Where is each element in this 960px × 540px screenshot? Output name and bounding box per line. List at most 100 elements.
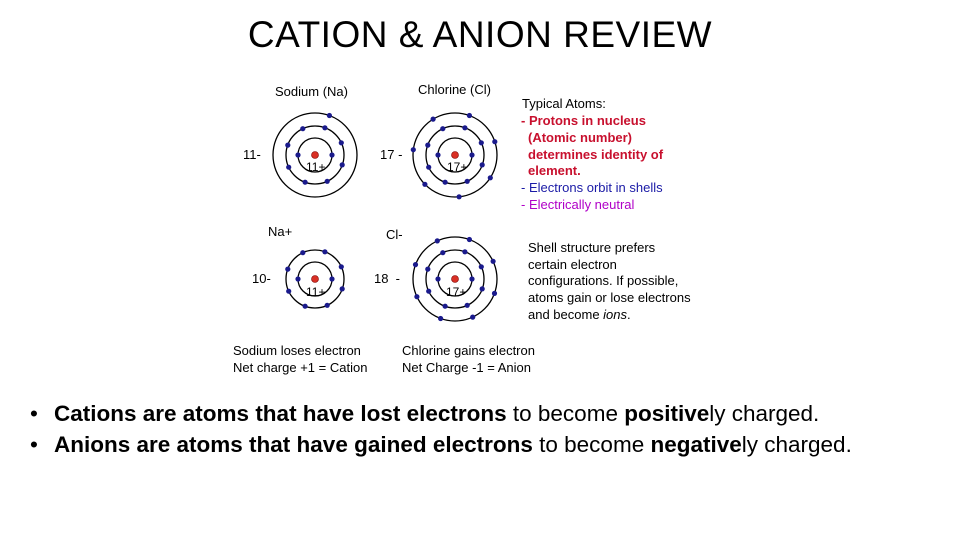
sodium-ion-model (285, 249, 345, 309)
electron (338, 140, 344, 146)
typical-atoms-line-protons: - Protons in nucleus (521, 113, 646, 128)
electron (422, 181, 428, 187)
electron (324, 178, 330, 184)
electron (425, 142, 431, 148)
chlorine-atom: Chlorine (Cl) 17 - 17+ (380, 82, 498, 200)
electron (326, 112, 332, 119)
chloride-ion-label: Cl- (386, 227, 403, 242)
electron (300, 126, 306, 132)
bullet-cations: Cations are atoms that have lost electro… (30, 398, 940, 429)
electron (434, 238, 440, 244)
typical-atoms-line-element: element. (528, 163, 581, 178)
electron-shell (285, 125, 345, 185)
shell-structure-note: Shell structure prefers certain electron… (528, 240, 691, 322)
electron (286, 164, 292, 170)
electron-shell (425, 249, 485, 309)
electron (300, 250, 306, 256)
electron (286, 288, 292, 294)
electron (324, 302, 330, 308)
nucleus (451, 151, 459, 159)
electron-shell (412, 112, 498, 198)
shell-note-line-3: configurations. If possible, (528, 273, 678, 288)
electron (478, 140, 484, 146)
sodium-atom-model (272, 112, 358, 198)
chlorine-atom-model (410, 112, 498, 200)
chlorine-atom-electron-charge: 17 - (380, 147, 402, 162)
sodium-ion-electron-charge: 10- (252, 271, 271, 286)
electron (435, 276, 441, 282)
electron (426, 288, 432, 294)
shell-note-line-4: atoms gain or lose electrons (528, 290, 691, 305)
electron (492, 139, 498, 145)
sodium-caption: Sodium loses electron Net charge +1 = Ca… (233, 343, 367, 375)
svg-text:Chlorine gains electron: Chlorine gains electron (402, 343, 535, 358)
bullet-anions: Anions are atoms that have gained electr… (30, 429, 940, 460)
electron (479, 162, 485, 168)
electron (462, 125, 468, 131)
electron (322, 125, 328, 131)
electron-shell (272, 112, 358, 198)
electron (440, 250, 446, 256)
electron (466, 112, 472, 119)
electron (470, 314, 476, 320)
electron (339, 286, 345, 292)
slide-title: CATION & ANION REVIEW (247, 14, 713, 55)
electron (479, 286, 485, 292)
typical-atoms-line-neutral: - Electrically neutral (521, 197, 635, 212)
shell-note-line-1: Shell structure prefers (528, 240, 656, 255)
sodium-ion: Na+ 10- 11+ (252, 224, 345, 309)
chloride-ion-nucleus-charge: 17+ (446, 285, 466, 299)
electron (464, 178, 470, 184)
electron (464, 302, 470, 308)
electron (285, 142, 291, 148)
electron (440, 126, 446, 132)
electron (295, 276, 301, 282)
shell-note-line-5: and become ions. (528, 307, 631, 322)
nucleus (311, 275, 319, 283)
typical-atoms-line-identity: determines identity of (528, 147, 664, 162)
electron (339, 162, 345, 168)
electron (435, 152, 441, 158)
electron (329, 276, 335, 282)
chloride-ion-electron-charge: 18 - (374, 271, 400, 286)
electron (285, 266, 291, 272)
electron (487, 175, 493, 181)
svg-text:Sodium loses electron: Sodium loses electron (233, 343, 361, 358)
chloride-ion-model (412, 236, 498, 322)
electron (338, 264, 344, 270)
nucleus (311, 151, 319, 159)
typical-atoms-heading: Typical Atoms: (522, 96, 606, 111)
chlorine-atom-nucleus-charge: 17+ (447, 160, 467, 174)
electron (438, 315, 444, 322)
sodium-atom-label: Sodium (Na) (275, 84, 348, 99)
electron (491, 290, 498, 296)
sodium-atom-nucleus-charge: 11+ (306, 160, 325, 174)
svg-text:Net Charge -1 = Anion: Net Charge -1 = Anion (402, 360, 531, 375)
nucleus (451, 275, 459, 283)
electron (469, 152, 475, 158)
chloride-ion: Cl- 18 - 17+ (374, 227, 498, 322)
chlorine-atom-label: Chlorine (Cl) (418, 82, 491, 97)
electron (442, 303, 448, 309)
sodium-atom: Sodium (Na) 11- 11+ (243, 84, 358, 198)
electron (410, 147, 416, 153)
typical-atoms-line-atomic-number: (Atomic number) (528, 130, 632, 145)
electron (329, 152, 335, 158)
chlorine-caption: Chlorine gains electron Net Charge -1 = … (402, 343, 535, 375)
typical-atoms-line-electrons: - Electrons orbit in shells (521, 180, 663, 195)
electron (412, 262, 419, 268)
electron (322, 249, 328, 255)
sodium-ion-nucleus-charge: 11+ (306, 285, 325, 299)
electron (426, 164, 432, 170)
electron (295, 152, 301, 158)
electron (302, 303, 308, 309)
electron (462, 249, 468, 255)
sodium-atom-electron-charge: 11- (243, 147, 261, 162)
electron (414, 294, 420, 300)
shell-note-line-2: certain electron (528, 257, 617, 272)
svg-text:Net charge +1 = Cation: Net charge +1 = Cation (233, 360, 367, 375)
electron (490, 258, 496, 264)
electron-shell (425, 125, 485, 185)
electron (478, 264, 484, 270)
typical-atoms-note: Typical Atoms: - Protons in nucleus (Ato… (521, 96, 664, 212)
